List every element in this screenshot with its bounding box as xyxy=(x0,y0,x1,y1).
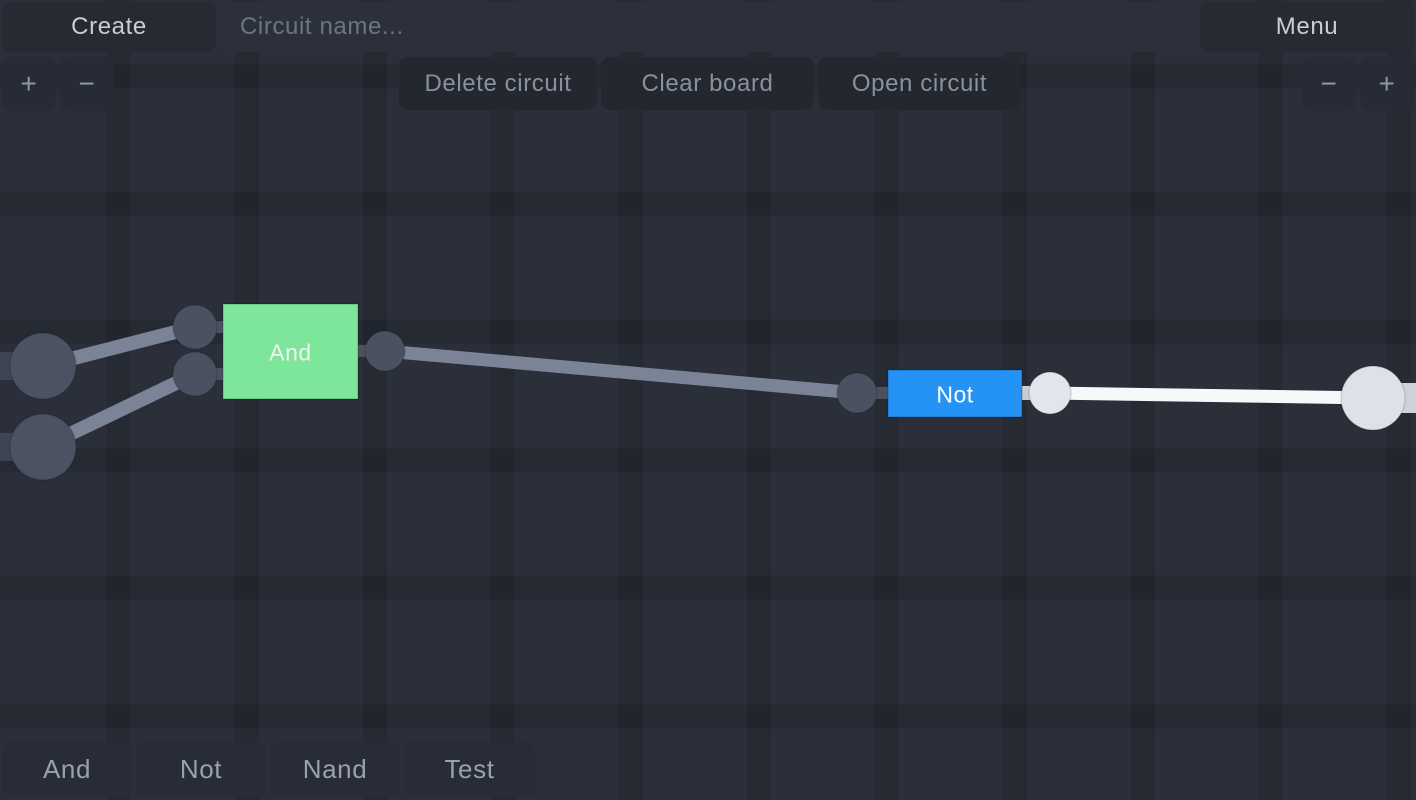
circuit-node-input-2[interactable] xyxy=(9,413,77,481)
zoom-in-button-right[interactable]: + xyxy=(1360,57,1414,111)
circuit-node-and-out[interactable] xyxy=(364,330,406,372)
wire[interactable] xyxy=(1049,386,1374,405)
circuit-name-input[interactable] xyxy=(222,2,1196,52)
open-circuit-button[interactable]: Open circuit xyxy=(818,57,1021,110)
circuit-node-output[interactable] xyxy=(1340,365,1406,431)
create-button[interactable]: Create xyxy=(2,2,216,52)
gate-label: And xyxy=(269,340,311,366)
circuit-node-and-in-top[interactable] xyxy=(172,304,218,350)
gate-label: Not xyxy=(936,382,973,408)
toolbox-item-nand[interactable]: Nand xyxy=(270,742,400,797)
toolbox-item-and[interactable]: And xyxy=(2,742,132,797)
zoom-out-button-left[interactable]: − xyxy=(60,57,114,111)
menu-button[interactable]: Menu xyxy=(1200,2,1414,52)
gate-not[interactable] xyxy=(887,369,1023,418)
delete-circuit-button[interactable]: Delete circuit xyxy=(399,57,597,110)
circuit-node-not-in[interactable] xyxy=(836,372,878,414)
gate-and[interactable] xyxy=(222,303,359,400)
toolbox-item-test[interactable]: Test xyxy=(404,742,535,797)
circuit-node-input-1[interactable] xyxy=(9,332,77,400)
circuit-node-not-out[interactable] xyxy=(1028,371,1072,415)
toolbox-item-not[interactable]: Not xyxy=(136,742,266,797)
circuit-node-and-in-bottom[interactable] xyxy=(172,351,218,397)
zoom-in-button-left[interactable]: + xyxy=(2,57,56,111)
clear-board-button[interactable]: Clear board xyxy=(601,57,814,110)
wire[interactable] xyxy=(384,344,858,400)
zoom-out-button-right[interactable]: − xyxy=(1302,57,1356,111)
